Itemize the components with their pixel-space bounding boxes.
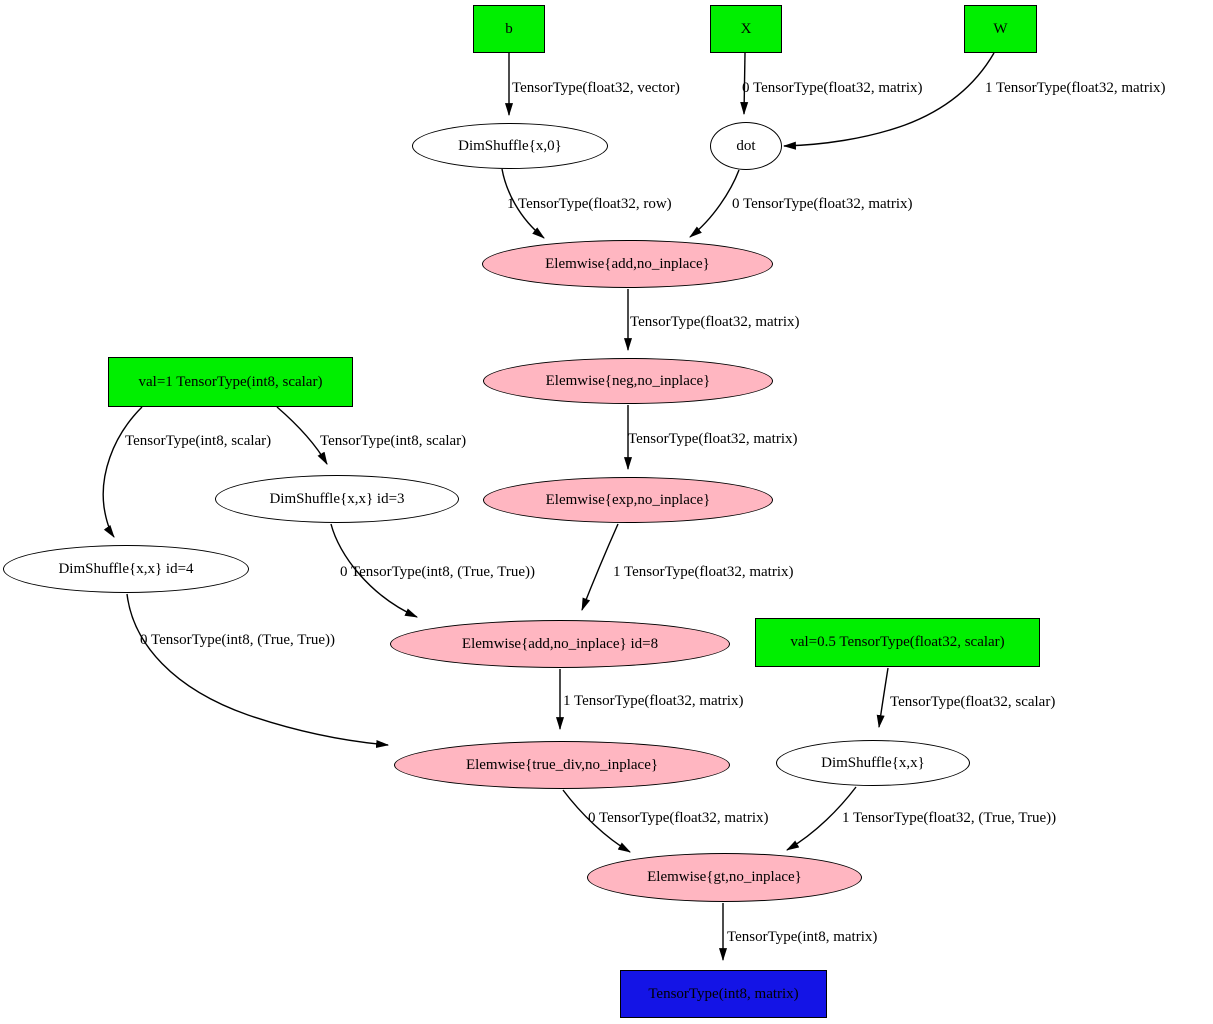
edge-label-b-dimshuffle: TensorType(float32, vector)	[512, 80, 680, 96]
edge-label-dot-add: 0 TensorType(float32, matrix)	[732, 196, 913, 212]
node-elemwise-neg: Elemwise{neg,no_inplace}	[483, 358, 773, 404]
node-dimshuffle-xx-id4: DimShuffle{x,x} id=4	[3, 545, 249, 593]
edge-dimshuffle-id4-to-truediv	[126, 593, 390, 748]
edge-exp-to-add8	[581, 523, 619, 612]
edge-label-id4-truediv: 0 TensorType(int8, (True, True))	[140, 632, 335, 648]
node-const-val1: val=1 TensorType(int8, scalar)	[108, 357, 353, 407]
node-elemwise-gt: Elemwise{gt,no_inplace}	[587, 853, 862, 902]
node-input-w: W	[964, 5, 1037, 53]
edge-dimshuffle-xx-to-gt	[786, 786, 857, 851]
edge-val1-to-dimshuffle-id3	[276, 406, 328, 465]
node-dimshuffle-xx-id3: DimShuffle{x,x} id=3	[215, 475, 459, 523]
edge-label-val05-dimshuffle: TensorType(float32, scalar)	[890, 694, 1056, 710]
edge-label-truediv-gt: 0 TensorType(float32, matrix)	[588, 810, 769, 826]
edge-w-to-dot	[782, 52, 995, 150]
node-dimshuffle-x0: DimShuffle{x,0}	[412, 123, 608, 169]
node-dot: dot	[710, 122, 782, 170]
edge-x-to-dot	[740, 52, 749, 116]
node-dimshuffle-xx: DimShuffle{x,x}	[776, 740, 970, 786]
edge-label-add-neg: TensorType(float32, matrix)	[630, 314, 800, 330]
node-input-b: b	[473, 5, 545, 53]
edge-label-dimshuffle-gt: 1 TensorType(float32, (True, True))	[842, 810, 1057, 826]
edge-val05-to-dimshuffle-xx	[876, 667, 889, 729]
edge-val1-to-dimshuffle-id4	[102, 406, 143, 538]
edge-label-w-dot: 1 TensorType(float32, matrix)	[985, 80, 1166, 96]
node-output-tensortype: TensorType(int8, matrix)	[620, 970, 827, 1018]
node-input-x: X	[710, 5, 782, 53]
node-elemwise-truediv: Elemwise{true_div,no_inplace}	[394, 741, 730, 789]
edge-label-val1-id4: TensorType(int8, scalar)	[125, 433, 272, 449]
edge-label-x-dot: 0 TensorType(float32, matrix)	[742, 80, 923, 96]
edge-truediv-to-gt	[562, 789, 631, 853]
edge-label-add8-truediv: 1 TensorType(float32, matrix)	[563, 693, 744, 709]
edge-dimshuffle-id3-to-add8	[330, 523, 418, 618]
node-elemwise-exp: Elemwise{exp,no_inplace}	[483, 477, 773, 523]
edge-label-exp-add8: 1 TensorType(float32, matrix)	[613, 564, 794, 580]
edge-label-val1-id3: TensorType(int8, scalar)	[320, 433, 467, 449]
node-const-val05: val=0.5 TensorType(float32, scalar)	[755, 618, 1040, 667]
edge-dimshuffle-x0-to-add	[501, 168, 545, 239]
node-elemwise-add-id8: Elemwise{add,no_inplace} id=8	[390, 620, 730, 668]
edge-label-neg-exp: TensorType(float32, matrix)	[628, 431, 798, 447]
edge-dot-to-add	[689, 169, 740, 238]
edge-label-gt-output: TensorType(int8, matrix)	[727, 929, 878, 945]
edge-label-dimshuffle-add: 1 TensorType(float32, row)	[507, 196, 672, 212]
edge-label-id3-add8: 0 TensorType(int8, (True, True))	[340, 564, 535, 580]
node-elemwise-add: Elemwise{add,no_inplace}	[482, 240, 773, 288]
